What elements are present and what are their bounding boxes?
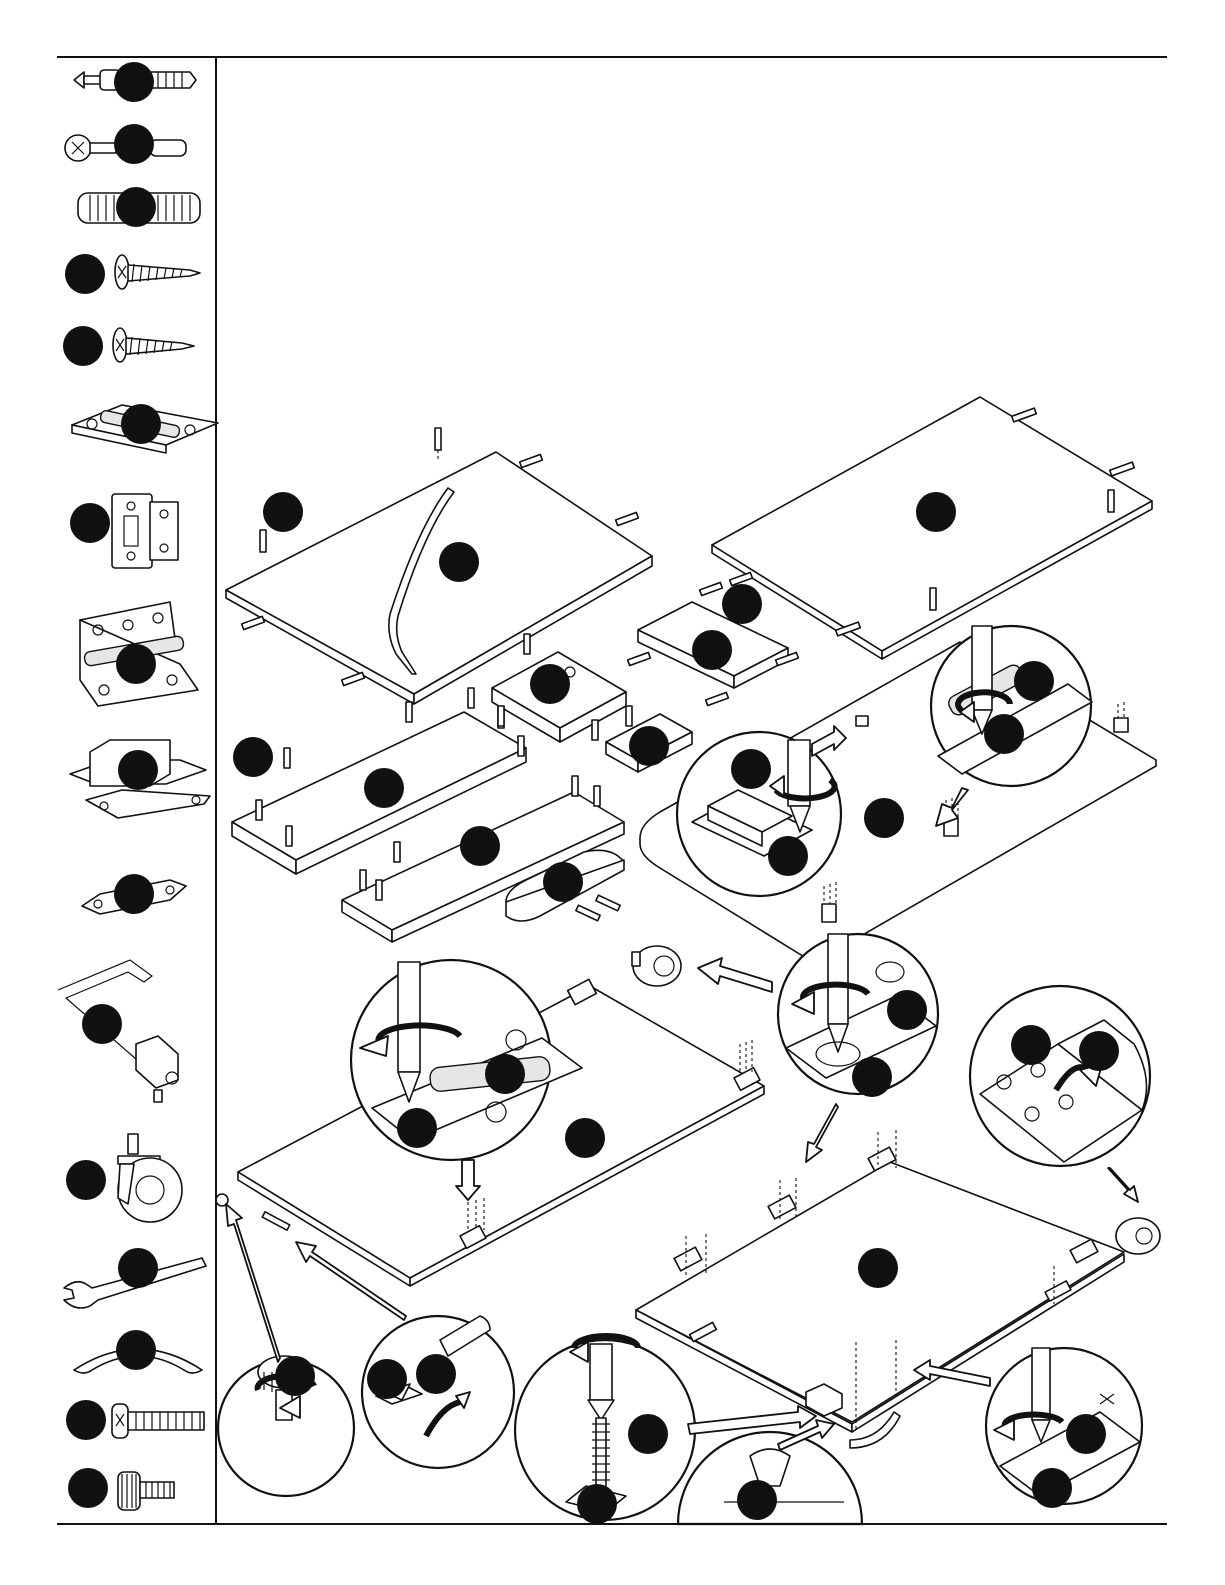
leveling-foot-icon [68, 1468, 174, 1510]
handle-icon [74, 1330, 202, 1373]
cam-bolt-icon [74, 62, 196, 102]
front-bar [628, 572, 799, 705]
catch-plate-icon [82, 874, 186, 914]
door-hinge-1 [674, 1234, 706, 1276]
handle-screw-detail [914, 1348, 1142, 1508]
magnetic-catch-icon [70, 740, 210, 818]
wrench-icon [64, 1248, 206, 1308]
door-caster [1116, 1218, 1160, 1254]
machine-screw-icon [66, 1400, 204, 1440]
wood-screw-short-icon [63, 326, 194, 366]
flat-hinge-icon [72, 404, 218, 453]
caster-screw-detail [778, 934, 938, 1162]
cam-dowel-icon [65, 124, 186, 164]
parts-column [58, 62, 218, 1510]
strike-plate-icon [70, 494, 178, 568]
screw-tighten-detail [678, 1420, 862, 1524]
door-hinge-2 [768, 1178, 796, 1222]
center-block [492, 634, 626, 742]
assembly-area [216, 397, 1160, 1524]
wood-dowel-icon [78, 187, 200, 227]
wood-screw-long-icon [65, 254, 200, 294]
foot-detail [218, 1204, 354, 1496]
hinge-fold-detail [970, 986, 1150, 1202]
butt-hinge-icon [80, 602, 198, 706]
caster-wheel-icon [66, 1134, 182, 1222]
hinge-mount-right [1114, 702, 1128, 732]
allen-key-icon [58, 960, 178, 1102]
caster-top [632, 946, 772, 992]
top-left-panel [226, 428, 652, 704]
top-right-panel [712, 397, 1152, 659]
